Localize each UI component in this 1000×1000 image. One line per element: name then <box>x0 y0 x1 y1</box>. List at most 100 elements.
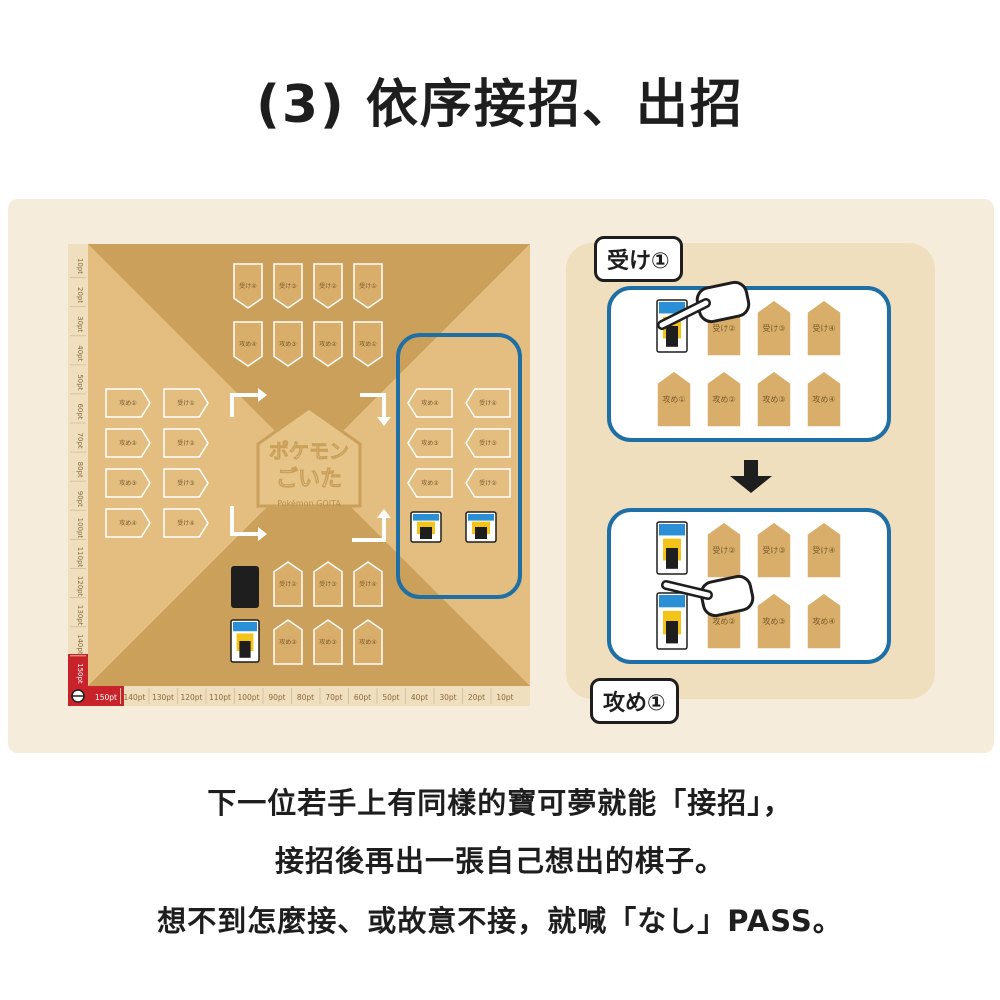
score-bottom-11: 40pt <box>411 693 428 702</box>
top-receive-slot-0 <box>233 263 263 309</box>
left-receive-slot-3 <box>163 508 209 538</box>
zoom-lower-attack-slot-1 <box>756 592 792 650</box>
corner-arrow-top-left <box>230 388 267 417</box>
left-attack-slot-2 <box>105 468 151 498</box>
left-receive-slot-2-label: 受け③ <box>177 479 194 487</box>
score-left-3: 40pt <box>76 345 84 361</box>
score-left-5: 60pt <box>76 403 84 419</box>
zoom-lower-receive-slot-1 <box>756 521 792 579</box>
score-left-1: 20pt <box>76 287 84 303</box>
left-attack-slot-0-label: 攻め① <box>119 399 136 407</box>
zoom-lower-card-receive-mark <box>666 548 678 569</box>
score-left-13: 140pt <box>76 634 84 655</box>
top-attack-slot-1 <box>273 321 303 367</box>
corner-arrow-top-right <box>360 393 391 426</box>
zoom-lower-attack-slot-0-label: 攻め② <box>712 616 735 626</box>
top-attack-slot-3-label: 攻め① <box>359 340 376 348</box>
top-attack-slot-2 <box>313 321 343 367</box>
zoom-lower-attack-slot-1-label: 攻め③ <box>762 616 785 626</box>
pointing-hand-icon-upper <box>657 280 751 330</box>
left-attack-slot-3 <box>105 508 151 538</box>
score-bottom-4: 110pt <box>209 693 231 702</box>
logo-subtitle: Pokémon GOITA <box>277 498 341 508</box>
bottom-attack-slot-2 <box>353 619 383 665</box>
bottom-receive-slot-2-label: 受け④ <box>359 580 376 588</box>
caption-line-3: 想不到怎麼接、或故意不接，就喊「なし」PASS。 <box>157 904 843 938</box>
score-left-11: 120pt <box>76 576 84 597</box>
zoom-lower-receive-slot-0-label: 受け② <box>712 545 735 555</box>
score-left-12: 130pt <box>76 605 84 626</box>
zoom-lower-card-receive-header <box>659 524 685 536</box>
right-attack-slot-0 <box>407 388 453 418</box>
score-bottom-2: 130pt <box>152 693 174 702</box>
game-board: 10pt20pt30pt40pt50pt60pt70pt80pt90pt100p… <box>68 244 530 706</box>
right-receive-slot-1-label: 受け③ <box>479 439 496 447</box>
bottom-attack-card-header <box>233 622 257 632</box>
left-receive-slot-0 <box>163 388 209 418</box>
right-receive-slot-0-label: 受け④ <box>479 399 496 407</box>
label-attack-1: 攻め① <box>590 678 679 724</box>
caption-line-1: 下一位若手上有同樣的寶可夢就能「接招」， <box>207 786 793 820</box>
zoom-lower-receive-slot-2 <box>806 521 842 579</box>
top-receive-slot-1-label: 受け③ <box>279 282 296 290</box>
right-receive-card-mark <box>475 527 487 539</box>
zoom-upper-attack-slot-2-label: 攻め③ <box>762 394 785 404</box>
score-left-2: 30pt <box>76 316 84 332</box>
score-bottom-5: 100pt <box>237 693 259 702</box>
zoom-upper-receive-slot-2-label: 受け④ <box>812 323 835 333</box>
score-left-14: 150pt <box>76 663 84 684</box>
left-attack-slot-0 <box>105 388 151 418</box>
upper-frame <box>607 286 891 442</box>
bottom-receive-slot-0-label: 受け② <box>279 580 297 588</box>
right-receive-slot-1 <box>465 428 511 458</box>
score-left-7: 80pt <box>76 462 84 478</box>
top-attack-slot-0-label: 攻め④ <box>239 340 256 348</box>
zoom-upper-receive-slot-1 <box>756 299 792 357</box>
left-attack-slot-1 <box>105 428 151 458</box>
top-receive-slot-1 <box>273 263 303 309</box>
zoom-upper-attack-slot-0-label: 攻め① <box>662 394 685 404</box>
zoom-lower-receive-slot-0 <box>706 521 742 579</box>
top-receive-slot-2 <box>313 263 343 309</box>
zoom-upper-receive-slot-0-label: 受け② <box>712 323 735 333</box>
score-bottom-8: 70pt <box>325 693 342 702</box>
score-left-10: 110pt <box>76 547 84 568</box>
right-attack-card-header <box>413 514 439 521</box>
zoom-lower-card-attack-header <box>659 595 685 608</box>
label-receive-1: 受け① <box>594 236 683 282</box>
bottom-attack-slot-2-label: 攻め④ <box>359 638 376 646</box>
zoom-upper-card-receive-mark <box>666 326 678 347</box>
zoom-upper-attack-slot-1 <box>706 370 742 428</box>
page-title: (3) 依序接招、出招 <box>256 75 744 135</box>
right-receive-slot-0 <box>465 388 511 418</box>
zoom-upper-attack-slot-0 <box>656 370 692 428</box>
corner-arrow-bottom-right <box>352 509 391 542</box>
zoom-upper-attack-slot-3 <box>806 370 842 428</box>
logo-line2: ごいた <box>276 466 342 492</box>
left-attack-slot-1-label: 攻め② <box>119 439 137 447</box>
zoom-lower-card-attack-mark <box>666 621 678 644</box>
highlight-frame <box>396 333 522 599</box>
score-bottom-1: 140pt <box>123 693 145 702</box>
down-arrow-icon <box>730 460 772 493</box>
pointing-hand-icon-lower <box>661 574 755 618</box>
corner-arrow-bottom-left <box>230 506 267 541</box>
zoom-lower-receive-slot-2-label: 受け④ <box>812 545 835 555</box>
score-bottom-6: 90pt <box>268 693 285 702</box>
score-bottom-9: 60pt <box>354 693 371 702</box>
left-receive-slot-1 <box>163 428 209 458</box>
zoom-lower-attack-slot-2-label: 攻め④ <box>812 616 835 626</box>
right-receive-card-header <box>468 514 494 521</box>
bottom-attack-slot-1-label: 攻め③ <box>319 638 336 646</box>
zoom-lower-attack-slot-2 <box>806 592 842 650</box>
score-left-0: 10pt <box>76 258 84 274</box>
bottom-attack-slot-0 <box>273 619 303 665</box>
left-receive-slot-1-label: 受け② <box>177 439 195 447</box>
zoom-lower-receive-slot-1-label: 受け③ <box>762 545 785 555</box>
left-receive-slot-0-label: 受け① <box>177 399 194 407</box>
zoom-upper-card-receive-header <box>659 302 685 314</box>
bottom-receive-slot-1-label: 受け③ <box>319 580 336 588</box>
top-attack-slot-3 <box>353 321 383 367</box>
top-receive-slot-0-label: 受け④ <box>239 282 256 290</box>
left-receive-slot-2 <box>163 468 209 498</box>
